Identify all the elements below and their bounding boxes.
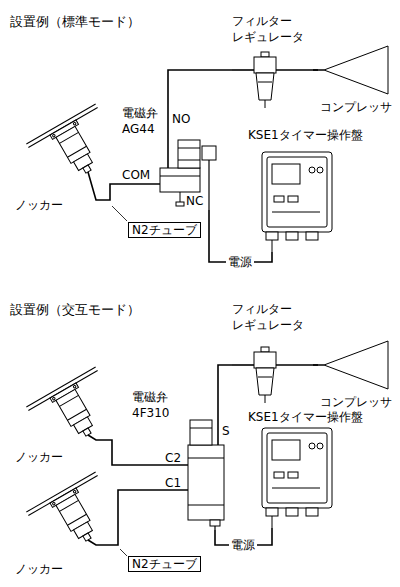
- filter-drawing: [254, 347, 276, 403]
- component-label: フィルター レギュレータ: [232, 14, 311, 45]
- compressor-drawing: [324, 341, 388, 389]
- tube-stub: [88, 172, 102, 200]
- component-label: 電磁弁: [122, 106, 158, 122]
- tube-line: [218, 365, 232, 388]
- compressor-drawing: [324, 46, 388, 94]
- component-label: 電磁弁: [132, 390, 168, 406]
- knocker: ノッカー: [12, 110, 102, 216]
- component-label: ノッカー: [15, 450, 63, 466]
- solenoid-valve: 電磁弁AG44: [118, 104, 222, 210]
- panel-drawing: [262, 152, 332, 252]
- leader-line: [112, 206, 127, 221]
- component-label: KSE1タイマー操作盤: [248, 410, 363, 426]
- knocker-drawing: [26, 472, 123, 560]
- panel-drawing: [262, 428, 332, 528]
- filter-drawing: [254, 52, 276, 108]
- knocker-drawing: [26, 367, 123, 455]
- tube-stub: [232, 69, 254, 71]
- filter-regulator: フィルター レギュレータ: [232, 302, 313, 408]
- component-label: ノッカー: [15, 198, 63, 214]
- section-title: 設置例（交互モード）: [10, 302, 140, 318]
- timer-panel: KSE1タイマー操作盤: [248, 410, 364, 528]
- component-label: 4F310: [132, 406, 169, 422]
- component-label: フィルター レギュレータ: [232, 302, 311, 333]
- port-label: NC: [186, 194, 203, 208]
- tube-stub: [88, 435, 102, 440]
- tube-stub: [88, 540, 102, 545]
- component-label: KSE1タイマー操作盤: [248, 128, 363, 144]
- tube-stub: [232, 364, 254, 366]
- edge-label: 電源: [229, 538, 257, 552]
- knocker: ノッカー: [12, 380, 102, 470]
- compressor: コンプレッサ: [318, 339, 393, 413]
- labelled-line: [102, 490, 128, 545]
- valve-drawing: [118, 104, 216, 210]
- port-label: S: [222, 424, 230, 438]
- tube-stub: [276, 69, 324, 71]
- knocker: ノッカー: [12, 486, 102, 582]
- component-label: AG44: [122, 122, 155, 138]
- port-label: C1: [165, 476, 181, 490]
- tube-line: [313, 69, 318, 71]
- edge-label: N2チューブ: [128, 556, 201, 572]
- port-label: NO: [172, 112, 190, 126]
- edge-label: N2チューブ: [128, 222, 201, 238]
- compressor: コンプレッサ: [318, 44, 393, 118]
- component-label: コンプレッサ: [320, 100, 392, 116]
- edge-label: 電源: [226, 255, 254, 269]
- tube-line: [102, 440, 128, 465]
- port-label: C2: [165, 451, 181, 465]
- knocker-drawing: [26, 104, 123, 192]
- leader-line: [120, 549, 127, 556]
- section-title: 設置例（標準モード）: [10, 14, 140, 30]
- tube-line: [168, 70, 232, 104]
- valve-drawing: [128, 388, 224, 530]
- component-label: ノッカー: [15, 562, 63, 578]
- tube-line: [313, 364, 318, 366]
- filter-regulator: フィルター レギュレータ: [232, 14, 313, 110]
- component-label: コンプレッサ: [320, 395, 392, 411]
- port-label: COM: [122, 168, 150, 182]
- tube-stub: [276, 364, 324, 366]
- timer-panel: KSE1タイマー操作盤: [248, 128, 364, 252]
- solenoid-valve: 電磁弁4F310: [128, 388, 244, 530]
- labelled-line: [102, 184, 118, 200]
